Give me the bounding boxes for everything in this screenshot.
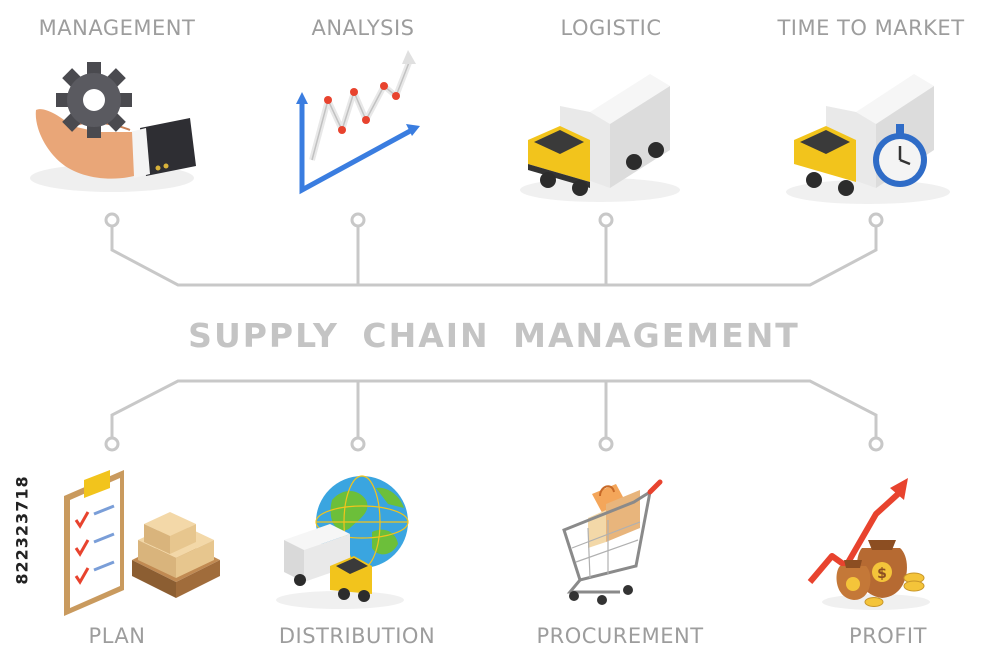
connector-node bbox=[104, 436, 120, 452]
plan-label: PLAN bbox=[88, 624, 146, 648]
profit-label: PROFIT bbox=[849, 624, 927, 648]
analysis-label: ANALYSIS bbox=[311, 16, 415, 40]
distribution-label: DISTRIBUTION bbox=[278, 624, 436, 648]
connector-node bbox=[598, 436, 614, 452]
connector-node bbox=[868, 436, 884, 452]
management-label: MANAGEMENT bbox=[38, 16, 196, 40]
connector-node bbox=[598, 212, 614, 228]
stock-id-watermark: 822323718 bbox=[12, 475, 32, 585]
procurement-label: PROCUREMENT bbox=[536, 624, 704, 648]
diagram-title: SUPPLY CHAIN MANAGEMENT bbox=[188, 316, 800, 355]
connector-node bbox=[350, 212, 366, 228]
connector-node bbox=[868, 212, 884, 228]
time-to-market-label: TIME TO MARKET bbox=[777, 16, 965, 40]
logistic-label: LOGISTIC bbox=[560, 16, 662, 40]
top-connector bbox=[110, 222, 878, 287]
bottom-connector bbox=[110, 379, 878, 440]
connector-node bbox=[350, 436, 366, 452]
connector-node bbox=[104, 212, 120, 228]
